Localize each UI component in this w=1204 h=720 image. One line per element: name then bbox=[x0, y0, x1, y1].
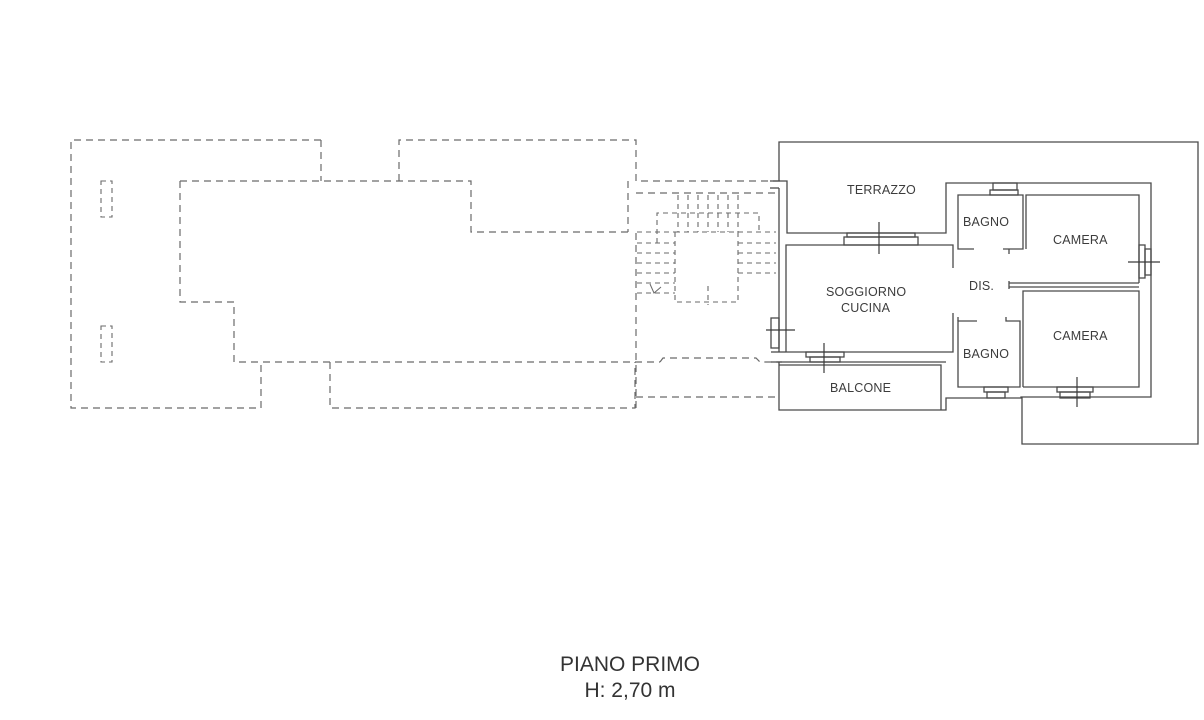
windows bbox=[766, 182, 1160, 407]
room-label-camera-1: CAMERA bbox=[1053, 233, 1108, 247]
ghost-staircase bbox=[637, 195, 776, 305]
room-label-bagno-2: BAGNO bbox=[963, 347, 1009, 361]
room-label-terrazzo: TERRAZZO bbox=[847, 183, 916, 197]
room-label-bagno-1: BAGNO bbox=[963, 215, 1009, 229]
room-label-balcone: BALCONE bbox=[830, 381, 891, 395]
room-label-camera-2: CAMERA bbox=[1053, 329, 1108, 343]
floor-title: PIANO PRIMO bbox=[559, 653, 701, 676]
building-walls bbox=[770, 141, 1199, 445]
room-label-dis: DIS. bbox=[969, 279, 994, 293]
room-labels: TERRAZZO BAGNO CAMERA DIS. SOGGIORNO CUC… bbox=[826, 183, 1108, 395]
ceiling-height-label: H: 2,70 m bbox=[584, 679, 676, 702]
room-label-soggiorno: SOGGIORNO bbox=[826, 285, 906, 299]
ghost-lower-floor-outline bbox=[70, 139, 782, 409]
room-label-cucina: CUCINA bbox=[841, 301, 891, 315]
